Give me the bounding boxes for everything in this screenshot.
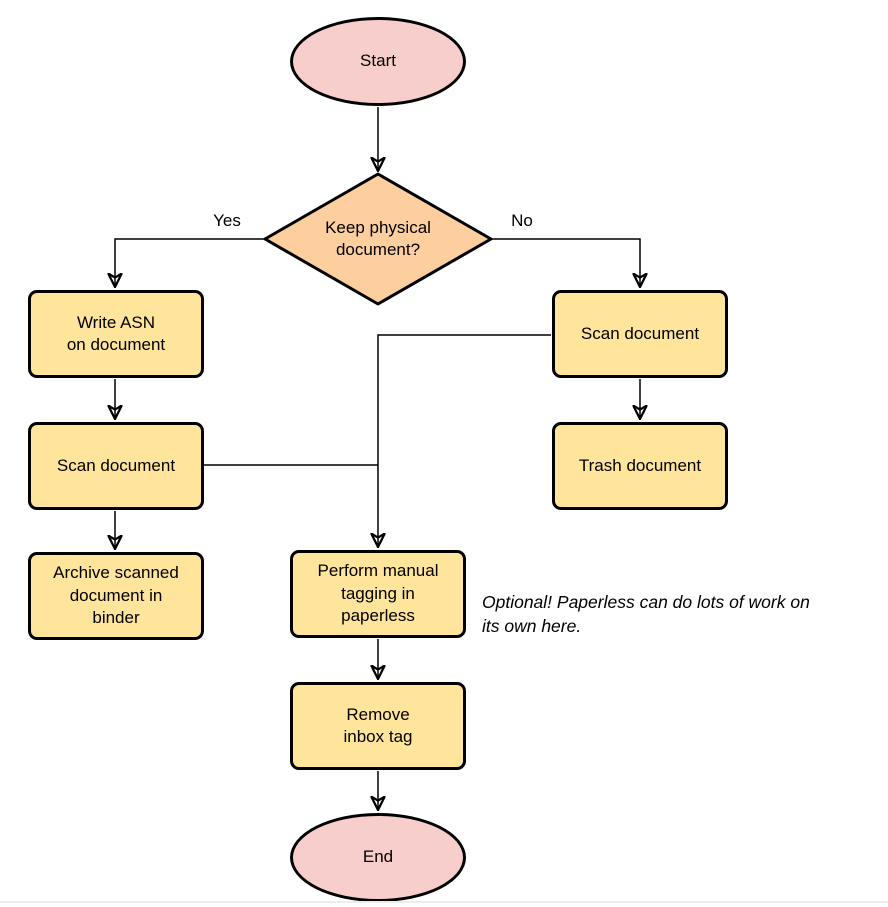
node-trash-document-label: Trash document [578, 455, 702, 475]
node-end-label: End [362, 847, 394, 867]
node-manual-tagging-label: Perform manual tagging in paperless [317, 561, 439, 626]
node-archive-binder-label: Archive scanned document in binder [53, 563, 179, 628]
node-start-label: Start [360, 51, 396, 71]
node-write-asn: Write ASN on document [28, 290, 204, 378]
node-manual-tagging: Perform manual tagging in paperless [290, 550, 466, 638]
node-start: Start [290, 17, 466, 106]
node-end: End [290, 813, 466, 902]
node-decision-label: Keep physical document? [325, 217, 431, 259]
edge-label-no: No [511, 211, 533, 230]
node-scan-document-left: Scan document [28, 422, 204, 510]
edge-scanright-to-tagging [378, 334, 551, 547]
bottom-divider [0, 901, 888, 903]
edge-decision-yes [115, 238, 265, 287]
edge-decision-no [491, 238, 640, 287]
node-archive-binder: Archive scanned document in binder [28, 552, 204, 640]
node-scan-document-right-label: Scan document [580, 323, 700, 343]
node-scan-document-left-label: Scan document [56, 455, 176, 475]
node-remove-inbox-tag-label: Remove inbox tag [343, 704, 413, 746]
node-write-asn-label: Write ASN on document [66, 312, 166, 354]
node-decision: Keep physical document? [262, 171, 494, 307]
decision-diamond-shape [263, 172, 493, 306]
node-remove-inbox-tag: Remove inbox tag [290, 682, 466, 770]
node-trash-document: Trash document [552, 422, 728, 510]
edge-label-yes: Yes [213, 211, 241, 230]
optional-note: Optional! Paperless can do lots of work … [482, 592, 810, 636]
node-scan-document-right: Scan document [552, 290, 728, 378]
